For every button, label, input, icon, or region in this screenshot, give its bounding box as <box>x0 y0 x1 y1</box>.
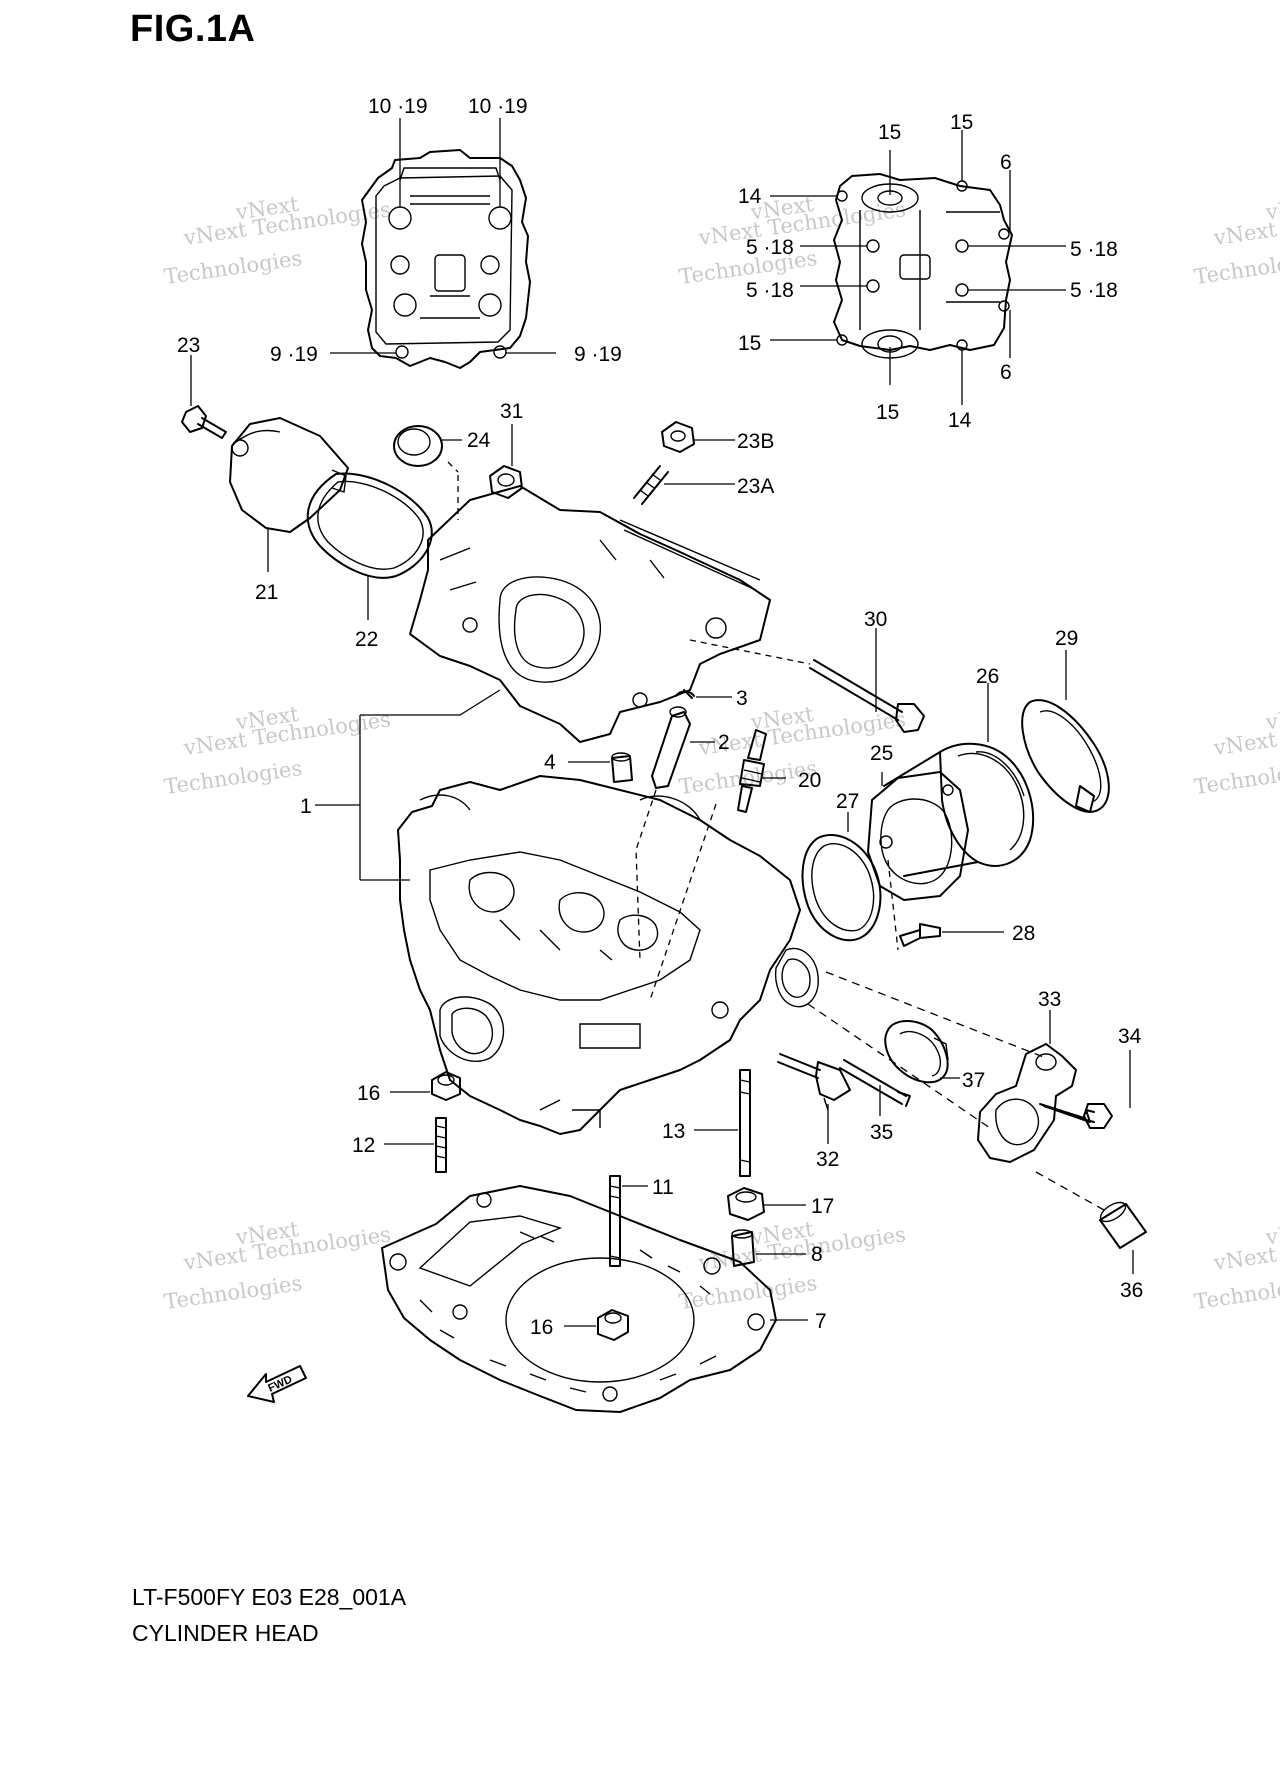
callout-label: 5 ·18 <box>1070 279 1118 302</box>
callout-label: 6 <box>1000 361 1012 384</box>
clip-3 <box>675 689 695 699</box>
screw-28 <box>899 923 941 947</box>
watermark-text: Technologies <box>163 756 304 799</box>
cover-21 <box>229 417 349 533</box>
callout-label: 1 <box>300 795 312 818</box>
temp-sensor-32 <box>777 1053 851 1111</box>
watermark-text: Technologies <box>1193 1271 1280 1314</box>
fwd-label: FWD <box>266 1374 294 1395</box>
callout-label: 15 <box>950 111 973 134</box>
dowel-4 <box>611 752 633 783</box>
stud-13 <box>739 1069 751 1177</box>
callout-label: 8 <box>811 1243 823 1266</box>
callout-label: 10 ·19 <box>368 95 428 118</box>
plug-24 <box>393 425 443 467</box>
guide-2 <box>651 706 691 789</box>
callout-label: 14 <box>948 409 972 432</box>
callout-label: 22 <box>355 628 378 651</box>
callout-label: 2 <box>718 731 730 754</box>
bolt-34 <box>1039 1103 1113 1129</box>
callout-label: 5 ·18 <box>746 236 794 259</box>
callout-label: 29 <box>1055 627 1078 650</box>
callout-label: 14 <box>738 185 762 208</box>
clamp-29 <box>1021 699 1110 813</box>
callout-label: 34 <box>1118 1025 1142 1048</box>
spark-plug-20 <box>737 729 767 813</box>
inset-head-top-view <box>361 149 531 369</box>
stud-23a <box>633 465 669 505</box>
stud-12 <box>435 1117 447 1173</box>
model-code: LT-F500FY E03 E28_001A <box>132 1584 407 1610</box>
cylinder-head-main <box>397 775 819 1135</box>
callout-label: 15 <box>876 401 899 424</box>
bolt-30 <box>809 659 925 733</box>
callout-label: 15 <box>738 332 761 355</box>
callout-label: 9 ·19 <box>574 343 622 366</box>
stud-11 <box>609 1175 621 1267</box>
callout-label: 26 <box>976 665 999 688</box>
fwd-arrow-icon: FWD <box>247 1365 307 1403</box>
callout-label: 16 <box>357 1082 380 1105</box>
inset-head-bottom-view <box>833 173 1013 359</box>
stud-35 <box>839 1059 911 1107</box>
callout-label: 11 <box>652 1176 674 1199</box>
callout-label: 7 <box>815 1310 827 1333</box>
callout-label: 12 <box>352 1134 375 1157</box>
callout-label: 9 ·19 <box>270 343 318 366</box>
callout-label: 23 <box>177 334 200 357</box>
watermark-text: Technologies <box>678 1271 819 1314</box>
callout-label: 4 <box>544 751 556 774</box>
gasket-7 <box>381 1185 777 1413</box>
callout-label: 16 <box>530 1316 553 1339</box>
watermark-text: Technologies <box>163 246 304 289</box>
watermark-text: vNext <box>1263 192 1280 225</box>
callout-label: 33 <box>1038 988 1061 1011</box>
callout-label: 31 <box>500 400 523 423</box>
callout-label: 24 <box>467 429 491 452</box>
callout-label: 37 <box>962 1069 985 1092</box>
callout-label: 30 <box>864 608 887 631</box>
nut-16-upper <box>431 1071 461 1101</box>
callout-label: 20 <box>798 769 821 792</box>
nut-23b <box>661 421 695 453</box>
callout-label: 13 <box>662 1120 685 1143</box>
watermark-text: vNext <box>1263 1217 1280 1250</box>
callout-label: 15 <box>878 121 901 144</box>
callout-label: 5 ·18 <box>1070 238 1118 261</box>
watermark-text: Technologies <box>163 1271 304 1314</box>
figure-title: FIG.1A <box>130 8 256 50</box>
watermark-text: vNext <box>1263 702 1280 735</box>
callout-label: 23A <box>737 475 774 498</box>
gasket-22 <box>306 472 433 579</box>
callout-label: 27 <box>836 790 859 813</box>
callout-labels: 10 ·19 10 ·19 9 ·19 9 ·19 15 15 14 6 5 ·… <box>177 95 1143 1339</box>
watermark-text: Technologies <box>1193 246 1280 289</box>
callout-label: 36 <box>1120 1279 1143 1302</box>
callout-label: 3 <box>736 687 748 710</box>
bolt-23 <box>181 405 227 439</box>
nut-16-lower <box>597 1309 629 1341</box>
camshaft-housing <box>409 485 771 743</box>
watermark-text: Technologies <box>1193 756 1280 799</box>
callout-label: 6 <box>1000 151 1012 174</box>
callout-label: 21 <box>255 581 278 604</box>
callout-label: 32 <box>816 1148 839 1171</box>
callout-label: 23B <box>737 430 774 453</box>
callout-label: 5 ·18 <box>746 279 794 302</box>
sleeve-36 <box>1099 1201 1147 1249</box>
o-ring-27 <box>801 834 882 942</box>
callout-label: 35 <box>870 1121 893 1144</box>
thermostat-cover-33 <box>977 1043 1077 1163</box>
intake-pipe-26 <box>883 742 1034 877</box>
figure-name: CYLINDER HEAD <box>132 1620 319 1646</box>
dowel-8 <box>731 1229 755 1267</box>
callout-label: 28 <box>1012 922 1035 945</box>
callout-label: 25 <box>870 742 893 765</box>
nut-17 <box>727 1187 765 1221</box>
callout-label: 17 <box>811 1195 834 1218</box>
callout-label: 10 ·19 <box>468 95 528 118</box>
thermostat-37 <box>884 1020 949 1084</box>
